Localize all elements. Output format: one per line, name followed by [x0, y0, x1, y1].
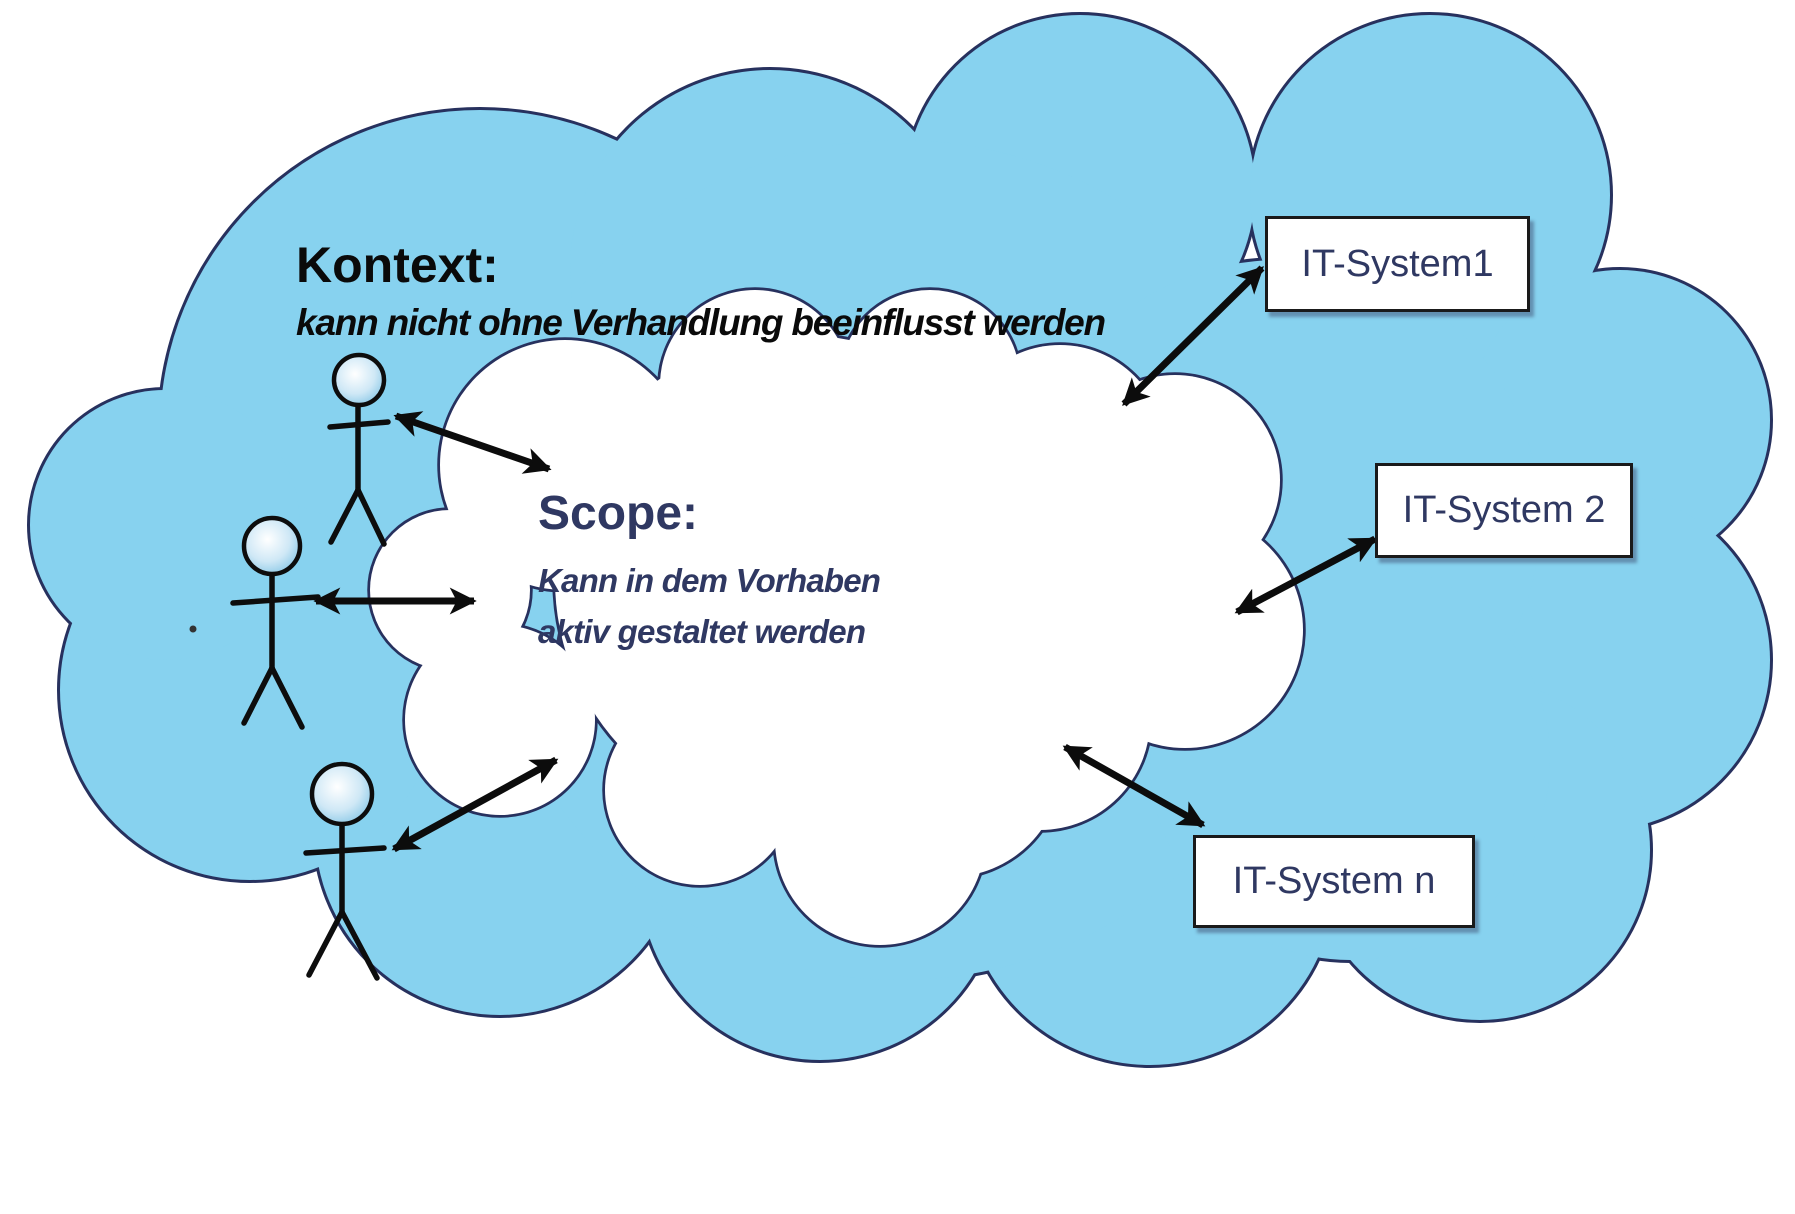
scope-subtitle: Kann in dem Vorhaben aktiv gestaltet wer…	[538, 555, 881, 657]
arrow-scope-itsystemn	[1062, 743, 1206, 829]
scope-subtitle-line2: aktiv gestaltet werden	[538, 612, 866, 650]
actor3-head	[309, 761, 375, 827]
scope-title: Scope:	[538, 487, 699, 540]
it-system-1-box: IT-System1	[1265, 216, 1530, 312]
stray-dot	[189, 625, 197, 633]
it-system-n-label: IT-System n	[1232, 860, 1436, 902]
it-system-2-box: IT-System 2	[1375, 463, 1633, 558]
actor1-head	[331, 352, 387, 408]
actor-figure-3	[303, 761, 387, 981]
arrow-actor3-scope	[391, 756, 559, 853]
actor-figure-2	[230, 515, 321, 730]
kontext-label-block: Kontext: kann nicht ohne Verhandlung bee…	[296, 237, 1106, 344]
arrow-actor1-scope	[393, 411, 552, 474]
it-system-n-box: IT-System n	[1193, 835, 1475, 928]
scope-label-block: Scope: Kann in dem Vorhaben aktiv gestal…	[538, 487, 881, 657]
it-system-1-label: IT-System1	[1301, 242, 1494, 285]
arrow-scope-itsystem2	[1234, 535, 1378, 616]
kontext-title: Kontext:	[296, 237, 499, 293]
kontext-subtitle: kann nicht ohne Verhandlung beeinflusst …	[296, 302, 1106, 343]
scope-subtitle-line1: Kann in dem Vorhaben	[538, 561, 881, 599]
actor-figure-1	[327, 352, 391, 547]
actor2-head	[241, 515, 303, 577]
it-system-2-label: IT-System 2	[1402, 489, 1606, 531]
arrow-scope-itsystem1	[1121, 265, 1265, 407]
